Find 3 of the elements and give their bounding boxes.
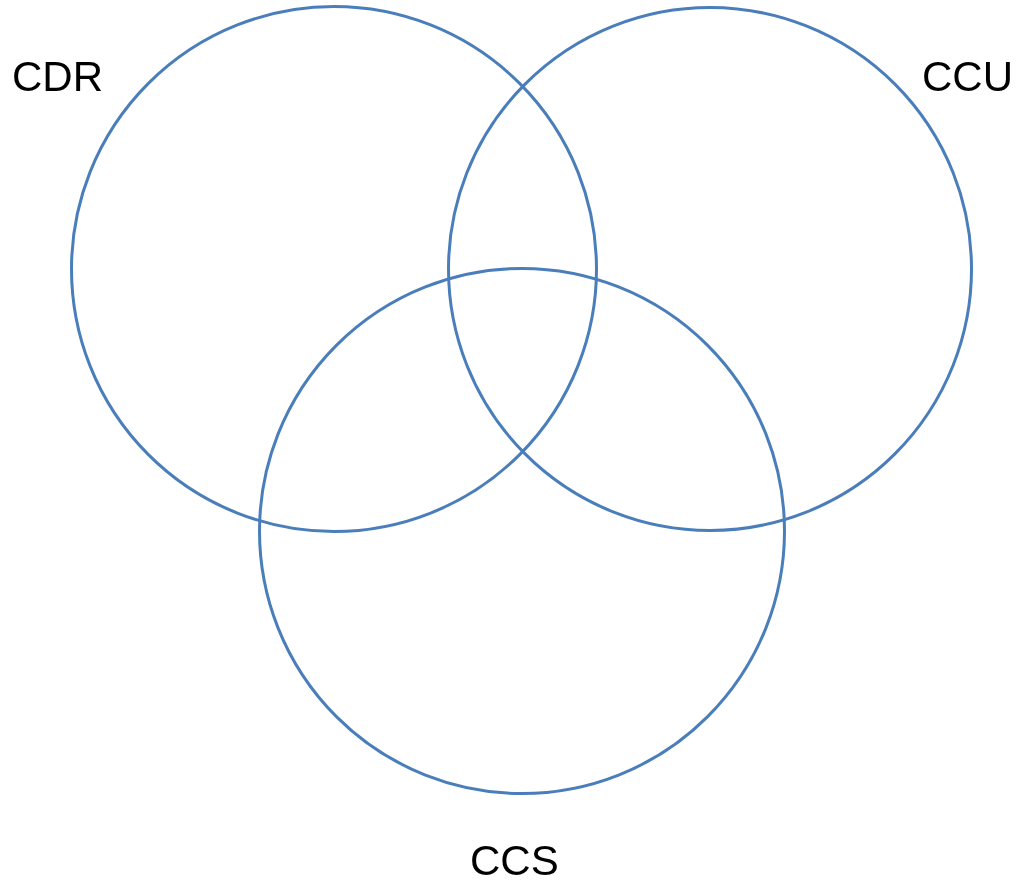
set-label: CCS bbox=[470, 840, 559, 882]
set-label: CDR bbox=[12, 56, 103, 98]
set-label: CCU bbox=[922, 56, 1013, 98]
